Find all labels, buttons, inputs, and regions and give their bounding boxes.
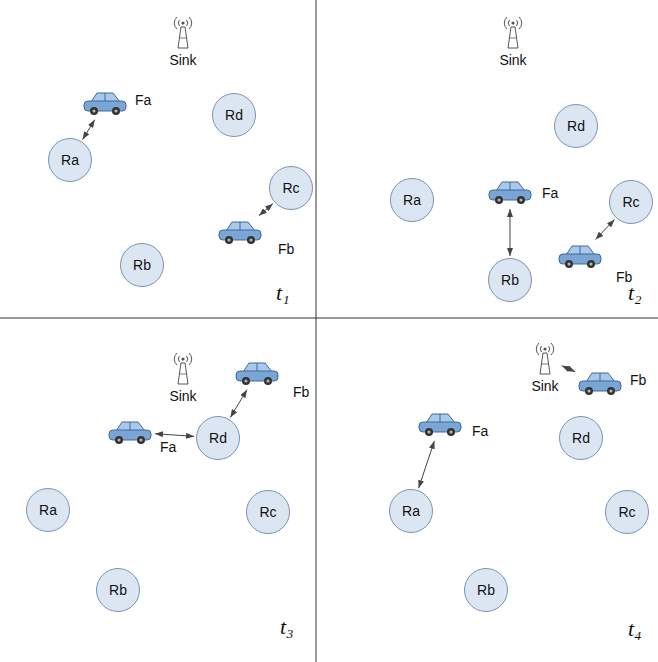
vehicle: Fa (487, 177, 533, 207)
label-holder: Sink (169, 51, 196, 69)
vehicle-label: Fa (160, 439, 176, 455)
vehicle-label: Fb (293, 384, 309, 400)
car-icon (234, 358, 280, 388)
sink-antenna: Sink (168, 350, 198, 386)
car-icon (577, 368, 623, 398)
link-arrow (155, 434, 194, 437)
sink-label: Sink (169, 388, 196, 404)
label-holder: Sink (169, 387, 196, 405)
relay-node: Rc (605, 490, 649, 534)
link-arrow (419, 441, 435, 488)
vehicle: Fa (417, 409, 463, 439)
relay-node: Rd (559, 416, 603, 460)
sink-label: Sink (531, 378, 558, 394)
link-arrow (230, 390, 247, 418)
label-holder: Fa (542, 184, 558, 202)
vehicle: Fa (82, 88, 128, 118)
time-label: t₂ (628, 280, 642, 306)
vehicle: Fb (217, 217, 263, 247)
label-holder: Fb (293, 383, 309, 401)
label-holder: Fb (630, 371, 646, 389)
link-arrow (510, 209, 511, 256)
link-arrow (596, 219, 615, 239)
node-label: Rc (282, 180, 299, 197)
relay-node: Rd (212, 93, 256, 137)
node-label: Ra (61, 152, 79, 169)
relay-node: Rd (554, 104, 598, 148)
node-label: Rc (618, 504, 635, 521)
relay-node: Rd (196, 416, 240, 460)
sink-antenna: Sink (530, 340, 560, 376)
relay-node: Ra (26, 488, 70, 532)
node-label: Rb (501, 272, 519, 289)
vehicle: Fa (107, 417, 153, 447)
label-holder: Fa (472, 422, 488, 440)
relay-node: Ra (48, 138, 92, 182)
label-holder: Sink (531, 377, 558, 395)
relay-node: Ra (390, 178, 434, 222)
relay-node: Ra (389, 489, 433, 533)
vehicle-label: Fb (278, 241, 294, 257)
time-label: t₃ (280, 614, 294, 640)
vehicle-label: Fa (135, 92, 151, 108)
node-label: Rc (259, 504, 276, 521)
node-label: Rd (209, 430, 227, 447)
sink-label: Sink (169, 52, 196, 68)
label-holder: Sink (499, 51, 526, 69)
car-icon (217, 217, 263, 247)
car-icon (487, 177, 533, 207)
time-label: t₄ (628, 616, 642, 642)
relay-node: Rb (488, 258, 532, 302)
relay-node: Rc (609, 180, 653, 224)
node-label: Rd (225, 107, 243, 124)
divider-line (316, 0, 317, 662)
time-label: t₁ (276, 280, 290, 306)
relay-node: Rb (464, 568, 508, 612)
node-label: Ra (403, 192, 421, 209)
node-label: Rb (477, 582, 495, 599)
vehicle-label: Fb (630, 372, 646, 388)
node-label: Rd (572, 430, 590, 447)
sink-label: Sink (499, 52, 526, 68)
antenna-icon (498, 14, 528, 50)
node-label: Rc (622, 194, 639, 211)
vehicle: Fb (234, 358, 280, 388)
vehicle-label: Fa (472, 423, 488, 439)
divider-line (0, 318, 658, 319)
label-holder: Fb (278, 240, 294, 258)
car-icon (557, 241, 603, 271)
relay-node: Rc (246, 490, 290, 534)
node-label: Rb (109, 582, 127, 599)
label-holder: Fa (160, 438, 176, 456)
relay-node: Rb (96, 568, 140, 612)
node-label: Rb (133, 257, 151, 274)
antenna-icon (530, 340, 560, 376)
sink-antenna: Sink (168, 14, 198, 50)
node-label: Rd (567, 118, 585, 135)
relay-node: Rb (120, 243, 164, 287)
vehicle-label: Fa (542, 185, 558, 201)
car-icon (107, 417, 153, 447)
sink-antenna: Sink (498, 14, 528, 50)
relay-node: Rc (269, 166, 313, 210)
link-arrow (259, 204, 273, 216)
car-icon (82, 88, 128, 118)
link-arrow (562, 366, 575, 372)
vehicle: Fb (557, 241, 603, 271)
link-arrow (83, 120, 95, 140)
antenna-icon (168, 350, 198, 386)
car-icon (417, 409, 463, 439)
antenna-icon (168, 14, 198, 50)
label-holder: Fa (135, 91, 151, 109)
node-label: Ra (39, 502, 57, 519)
vehicle: Fb (577, 368, 623, 398)
node-label: Ra (402, 503, 420, 520)
